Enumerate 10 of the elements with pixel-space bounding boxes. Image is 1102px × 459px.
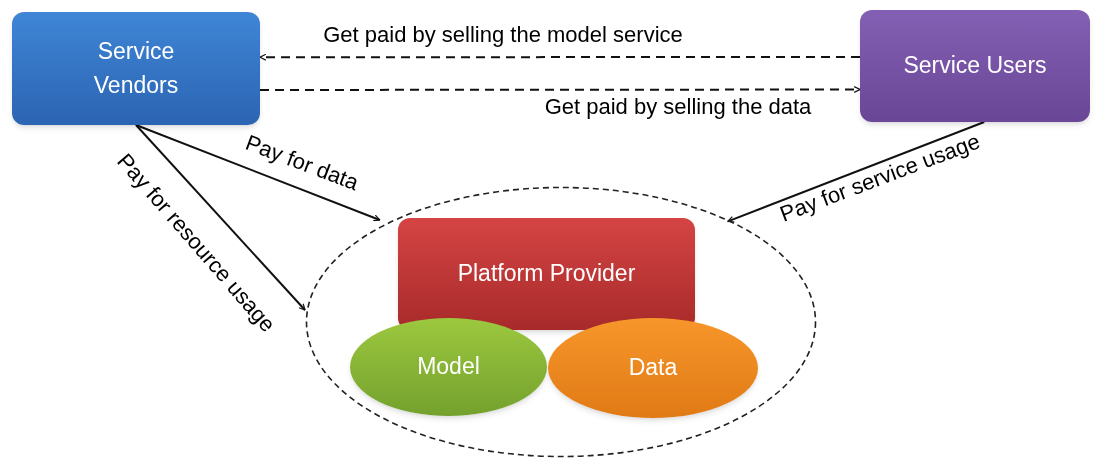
arrow: [135, 124, 306, 312]
ellipse-shape: Data: [548, 318, 758, 418]
ellipse-shape: Model: [350, 318, 547, 416]
process-box: Platform Provider: [398, 218, 695, 330]
process-box: Service Users: [860, 10, 1090, 122]
arrow: [259, 53, 861, 61]
arrow: [726, 121, 986, 223]
process-box: Service Vendors: [12, 12, 260, 125]
arrow: [135, 124, 381, 222]
arrow: [259, 86, 861, 93]
